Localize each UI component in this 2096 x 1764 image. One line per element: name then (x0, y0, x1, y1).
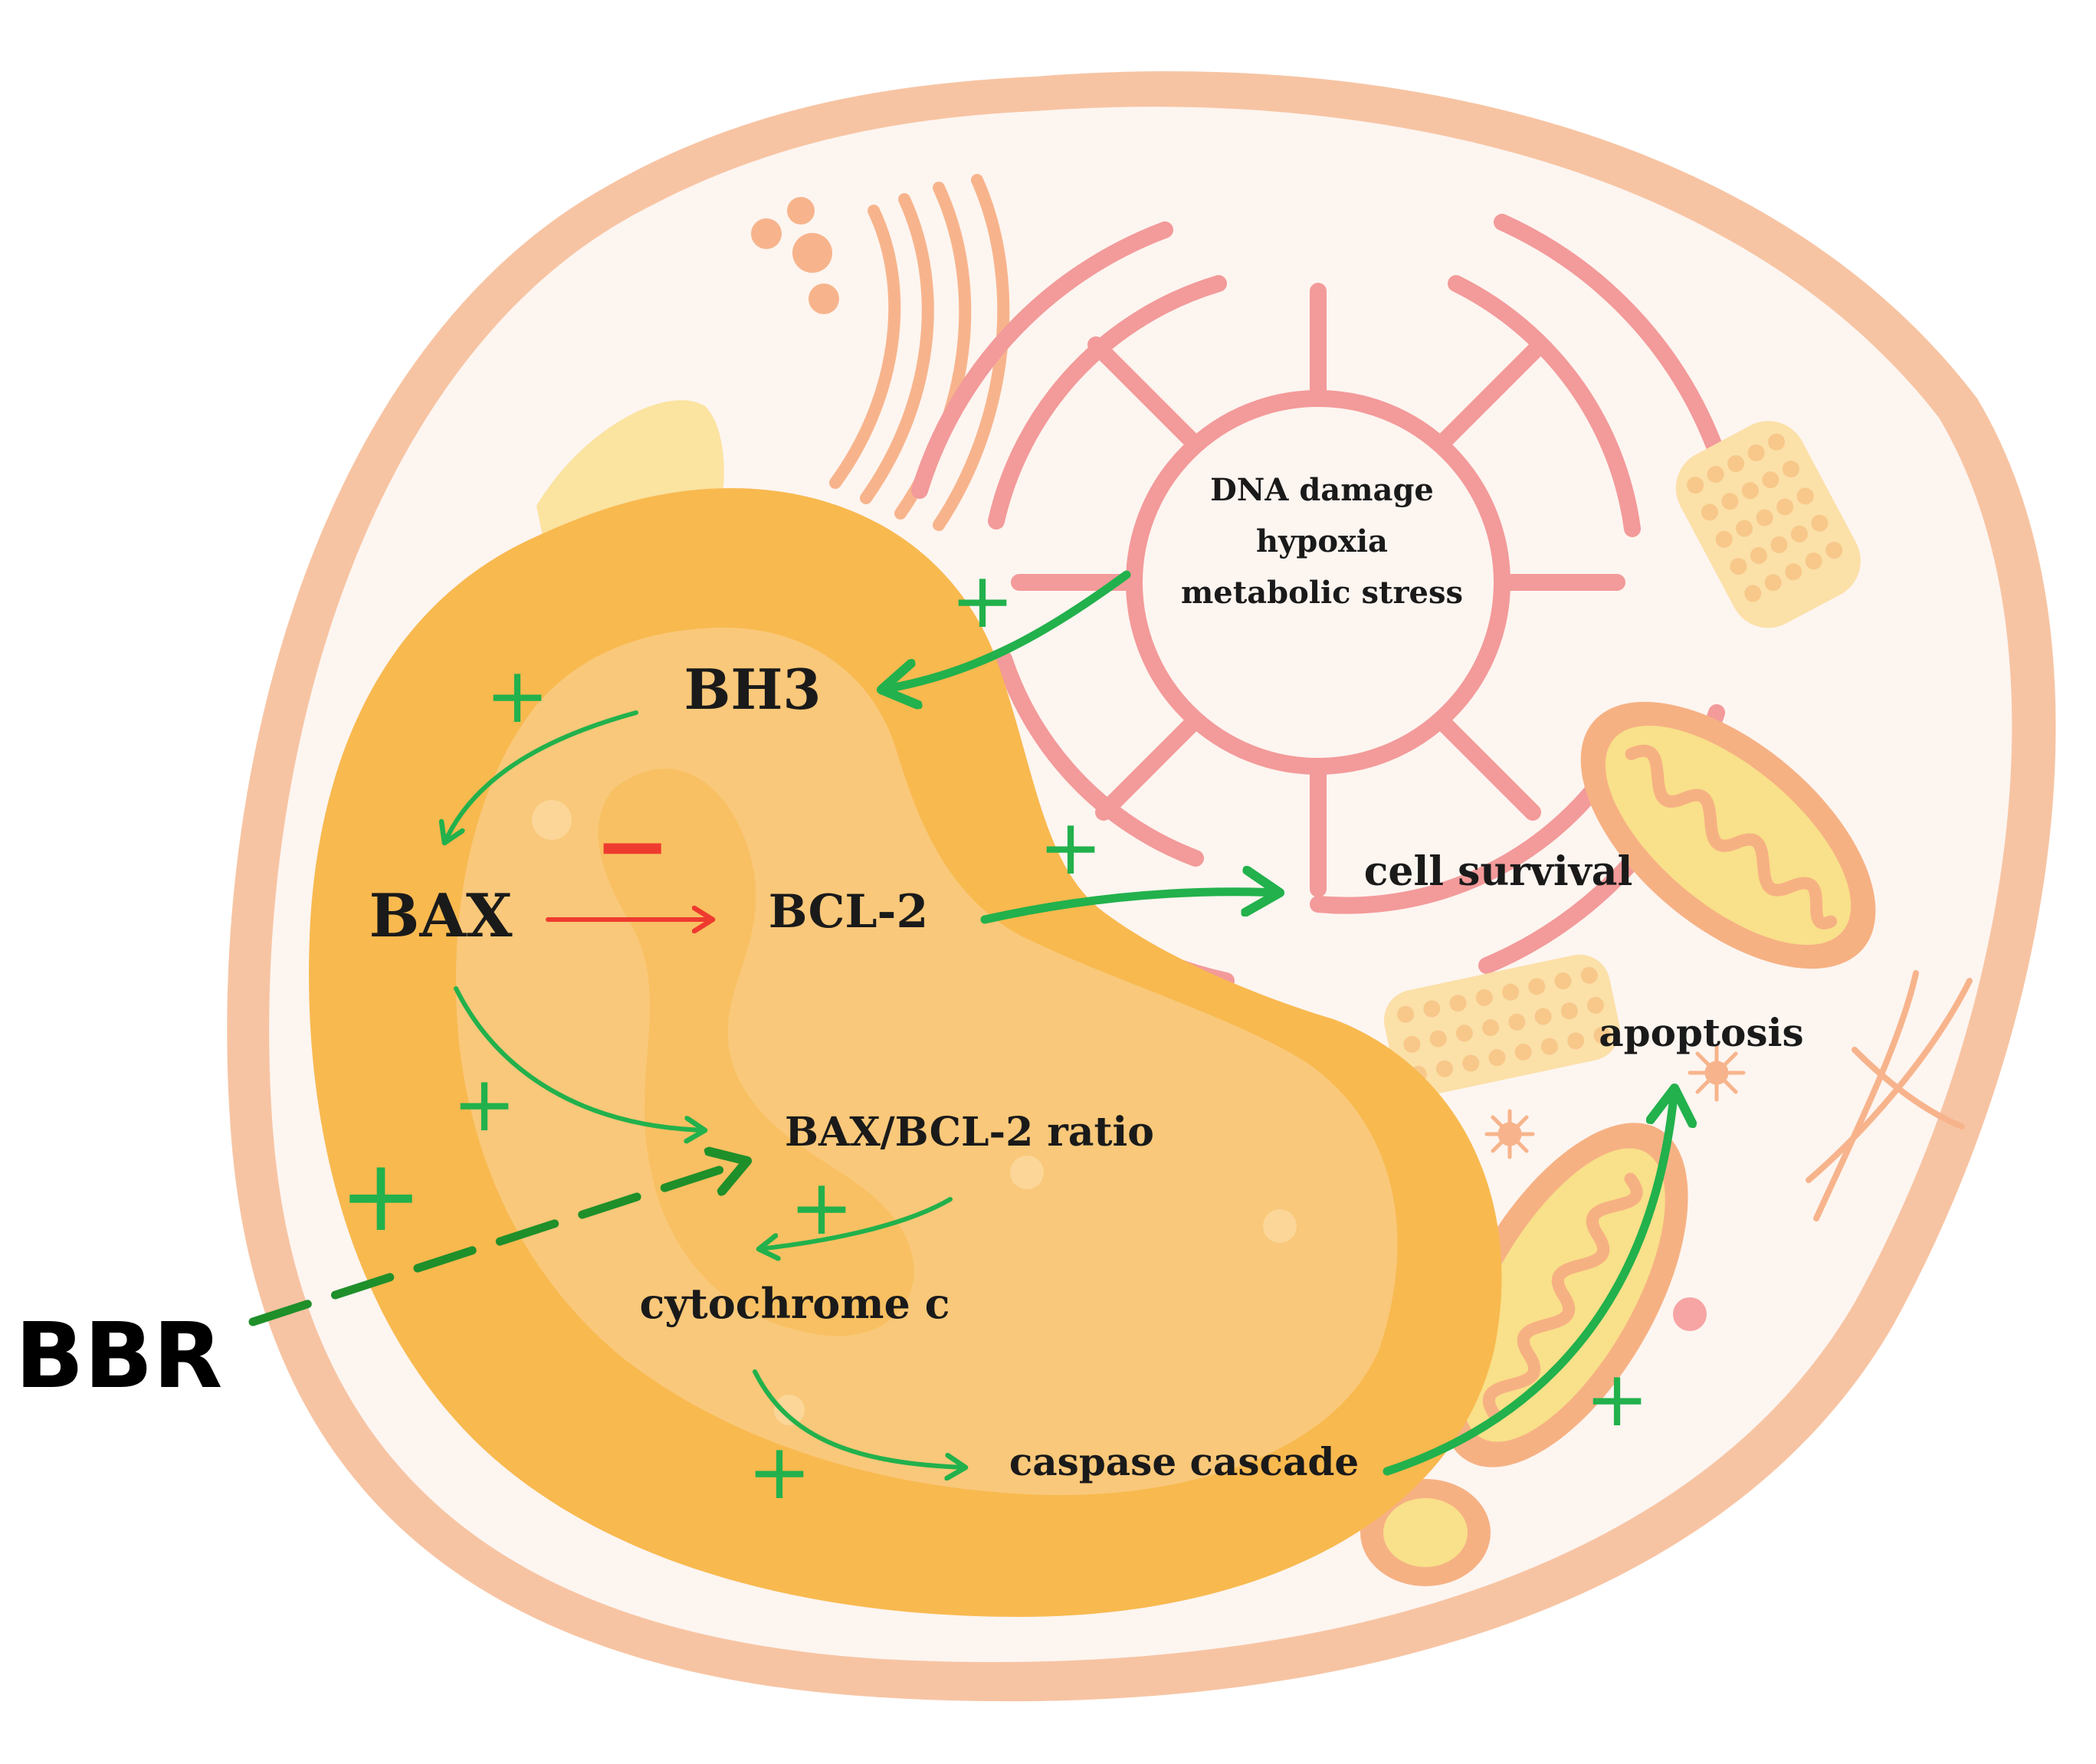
node-bbr: BBR (15, 1303, 223, 1408)
cytoskeleton (1806, 970, 1973, 1221)
centrosome (1484, 1044, 1746, 1159)
arrow-bcl2-to-cell-survival (980, 892, 1280, 924)
arrow-caspase-to-apoptosis (1383, 1088, 1675, 1476)
node-cytochrome: cytochrome c (640, 1279, 950, 1328)
sign-plus-cytochrome-caspase: + (747, 1427, 812, 1516)
node-bax: BAX (369, 881, 513, 951)
node-bcl2: BCL-2 (769, 885, 928, 939)
stress-stimuli: DNA damage hypoxia metabolic stress (1181, 472, 1463, 611)
chromatin-pattern (598, 769, 914, 1336)
node-apoptosis: apoptosis (1599, 1010, 1803, 1055)
sign-plus-bbr: + (339, 1137, 423, 1254)
node-caspase: caspase cascade (1009, 1439, 1359, 1484)
mitochondrion-right (1580, 701, 1876, 969)
node-cell-survival: cell survival (1364, 848, 1632, 895)
node-bh3: BH3 (684, 657, 822, 722)
ribosome-cluster-top (1675, 421, 1861, 628)
stress-hypoxia: hypoxia (1256, 523, 1388, 559)
vesicle (1673, 1297, 1707, 1331)
sign-plus-bh3-bax: + (485, 651, 549, 740)
sign-plus-ratio-cytochrome: + (789, 1162, 854, 1252)
stress-metabolic: metabolic stress (1181, 575, 1463, 611)
arrow-cytochrome-to-caspase (753, 1369, 966, 1467)
sign-plus-cell-survival: + (1038, 802, 1103, 892)
sign-minus-bax-bcl2: − (594, 793, 671, 900)
arrow-stress-to-bh3 (881, 570, 1131, 690)
arrow-bax-to-ratio (454, 986, 705, 1130)
arrow-ratio-to-cytochrome (759, 1197, 953, 1249)
stress-dna-damage: DNA damage (1210, 472, 1434, 508)
sign-plus-apoptosis: + (1585, 1354, 1649, 1444)
arrow-bh3-to-bax (444, 710, 638, 843)
arrow-bbr-to-ratio (248, 1161, 747, 1326)
node-ratio: BAX/BCL-2 ratio (785, 1109, 1154, 1156)
sign-plus-stress: + (950, 556, 1015, 645)
sign-plus-bax-ratio: + (452, 1059, 517, 1149)
nucleus-speckles (532, 800, 1297, 1425)
mitochondrion-lower (1438, 1123, 1688, 1467)
